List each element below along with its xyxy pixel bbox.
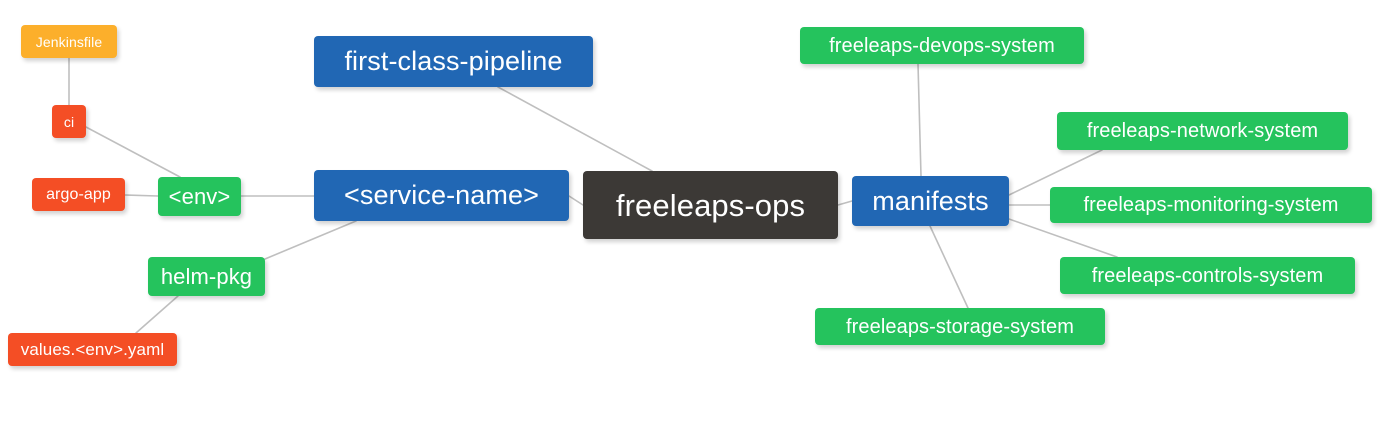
edge-env-to-ci [85, 126, 181, 178]
node-jenkinsfile[interactable]: Jenkinsfile [21, 25, 117, 58]
node-freeleaps-network-system[interactable]: freeleaps-network-system [1057, 112, 1348, 150]
node-argo-app[interactable]: argo-app [32, 178, 125, 211]
node-helm-pkg[interactable]: helm-pkg [148, 257, 265, 296]
node-label-freeleaps-network-system: freeleaps-network-system [1086, 120, 1319, 142]
node-label-service-name: <service-name> [344, 180, 539, 210]
edge-helm-pkg-to-values-env-yaml [135, 295, 179, 334]
node-label-helm-pkg: helm-pkg [160, 263, 253, 289]
edge-service-name-to-helm-pkg [264, 220, 357, 260]
edge-root-to-service-name [568, 195, 584, 206]
node-freeleaps-monitoring-system[interactable]: freeleaps-monitoring-system [1050, 187, 1372, 223]
node-label-values-env-yaml: values.<env>.yaml [20, 340, 165, 359]
node-freeleaps-devops-system[interactable]: freeleaps-devops-system [800, 27, 1084, 64]
node-freeleaps-controls-system[interactable]: freeleaps-controls-system [1060, 257, 1355, 294]
node-label-argo-app: argo-app [46, 185, 111, 203]
edge-root-to-first-class-pipeline [497, 86, 653, 172]
node-label-freeleaps-monitoring-system: freeleaps-monitoring-system [1083, 194, 1339, 216]
edge-root-to-manifests [837, 200, 853, 206]
edge-manifests-to-freeleaps-storage-system [929, 225, 969, 309]
edge-manifests-to-freeleaps-controls-system [1008, 218, 1118, 258]
node-root[interactable]: freeleaps-ops [583, 171, 838, 239]
node-label-freeleaps-devops-system: freeleaps-devops-system [829, 34, 1055, 57]
edge-env-to-argo-app [124, 194, 159, 197]
node-label-first-class-pipeline: first-class-pipeline [344, 46, 563, 76]
node-first-class-pipeline[interactable]: first-class-pipeline [314, 36, 593, 87]
node-label-jenkinsfile: Jenkinsfile [35, 33, 103, 50]
node-service-name[interactable]: <service-name> [314, 170, 569, 221]
node-manifests[interactable]: manifests [852, 176, 1009, 226]
node-label-ci: ci [63, 113, 75, 130]
node-ci[interactable]: ci [52, 105, 86, 138]
node-freeleaps-storage-system[interactable]: freeleaps-storage-system [815, 308, 1105, 345]
node-label-env: <env> [168, 183, 231, 209]
node-label-freeleaps-storage-system: freeleaps-storage-system [845, 315, 1075, 338]
node-values-env-yaml[interactable]: values.<env>.yaml [8, 333, 177, 366]
node-label-root: freeleaps-ops [615, 187, 806, 223]
node-env[interactable]: <env> [158, 177, 241, 216]
node-label-manifests: manifests [872, 185, 989, 216]
node-label-freeleaps-controls-system: freeleaps-controls-system [1091, 264, 1324, 287]
edge-manifests-to-freeleaps-devops-system [917, 63, 922, 177]
